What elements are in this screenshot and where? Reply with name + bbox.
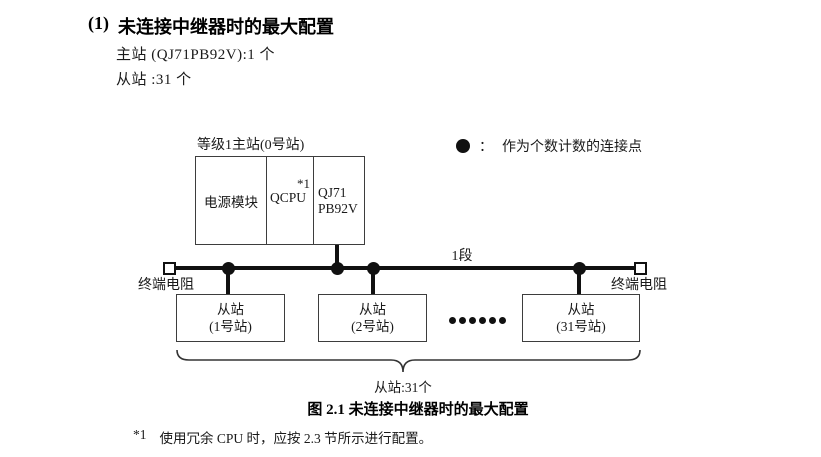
footnote-text: 使用冗余 CPU 时，应按 2.3 节所示进行配置。	[159, 431, 433, 446]
bus-line	[172, 266, 640, 270]
legend-label: 作为个数计数的连接点	[502, 140, 642, 155]
slave1-title: 从站	[217, 302, 244, 317]
footnote-marker: *1	[133, 427, 147, 442]
connection-point-icon	[456, 139, 470, 153]
slave1-number: (1号站)	[209, 319, 252, 334]
slave1-drop-line	[226, 270, 230, 295]
terminating-resistor-left-icon	[163, 262, 176, 275]
connection-point-dot	[367, 262, 380, 275]
master-station-label: 等级1主站(0号站)	[197, 138, 305, 153]
legend: ： 作为个数计数的连接点	[456, 136, 642, 156]
master-drop-line	[335, 245, 339, 267]
segment-label: 1段	[451, 249, 473, 264]
ellipsis-dots-icon	[449, 317, 506, 324]
terminating-resistor-right-label: 终端电阻	[611, 278, 667, 293]
pb92v-line1: QJ71	[318, 184, 347, 200]
slave31-drop-line	[577, 270, 581, 295]
terminating-resistor-left-label: 终端电阻	[138, 278, 194, 293]
cpu-cell: *1 QCPU	[266, 157, 313, 244]
slave31-title: 从站	[567, 302, 595, 317]
connection-point-dot	[222, 262, 235, 275]
terminating-resistor-right-icon	[634, 262, 647, 275]
footnote: *1 使用冗余 CPU 时，应按 2.3 节所示进行配置。	[133, 427, 432, 447]
connection-point-dot	[573, 262, 586, 275]
power-module-cell: 电源模块	[204, 194, 258, 210]
master-station-box: 电源模块 *1 QCPU QJ71 PB92V	[195, 156, 365, 245]
slave-station-31-box: 从站 (31号站)	[522, 294, 640, 342]
section-heading: (1) 未连接中继器时的最大配置	[88, 13, 334, 39]
pb92v-cell: QJ71 PB92V	[313, 157, 362, 244]
slaves-brace	[176, 349, 641, 373]
connection-point-dot	[331, 262, 344, 275]
legend-separator: ：	[479, 140, 493, 155]
pb92v-line2: PB92V	[318, 200, 358, 216]
slave2-title: 从站	[359, 302, 386, 317]
slave2-drop-line	[371, 270, 375, 295]
figure-caption: 图 2.1 未连接中继器时的最大配置	[307, 402, 529, 418]
section-number: (1)	[88, 13, 109, 33]
slave-total-label: 从站:31个	[374, 380, 432, 395]
master-count-line: 主站 (QJ71PB92V):1 个	[116, 47, 276, 63]
slave-count-line: 从站 :31 个	[116, 72, 192, 88]
slave2-number: (2号站)	[351, 319, 394, 334]
section-title: 未连接中继器时的最大配置	[118, 17, 334, 37]
cpu-footnote-marker: *1	[297, 176, 310, 191]
slave31-number: (31号站)	[556, 319, 606, 334]
slave-station-1-box: 从站 (1号站)	[176, 294, 285, 342]
slave-station-2-box: 从站 (2号站)	[318, 294, 427, 342]
cpu-label: QCPU	[270, 190, 307, 205]
